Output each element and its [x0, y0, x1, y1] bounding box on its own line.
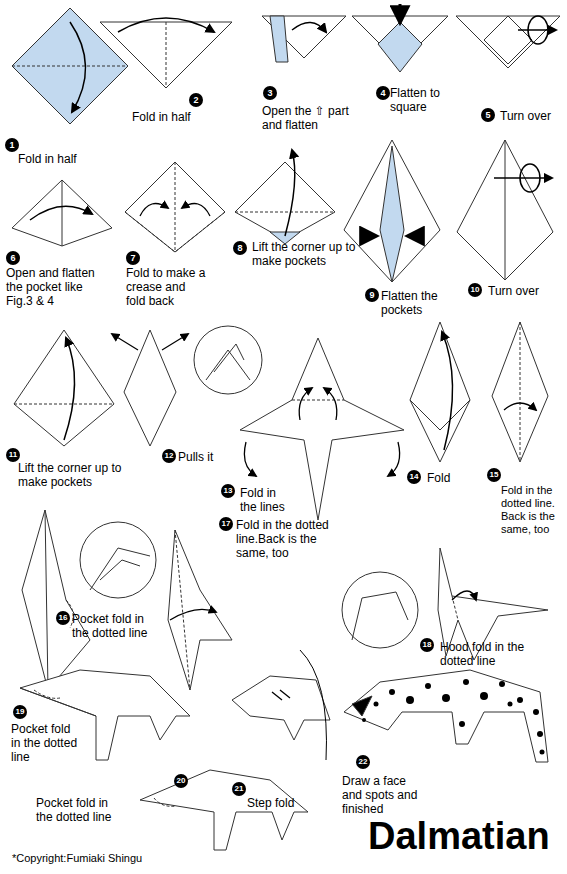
step-number: 10	[468, 283, 482, 297]
instruction-text: Fold in the dotted line.Back is the same…	[236, 518, 344, 560]
step-number: 2	[189, 93, 203, 107]
instruction-text: Pocket fold in the dotted line	[36, 796, 128, 824]
step-number: 14	[407, 470, 421, 484]
step-number: 15	[487, 468, 501, 482]
instruction-text: Draw a face and spots and finished	[342, 774, 422, 816]
step-number: 20	[174, 774, 188, 788]
instruction-text: Pulls it	[178, 450, 238, 464]
step-number: 18	[420, 638, 434, 652]
step-number: 3	[263, 86, 277, 100]
step-number: 19	[13, 705, 27, 719]
step-number: 6	[6, 251, 20, 265]
instruction-text: Lift the corner up to make pockets	[18, 461, 128, 489]
step-number: 16	[56, 611, 70, 625]
step-number: 9	[365, 288, 379, 302]
step-number: 11	[6, 448, 20, 462]
instruction-text: Fold in half	[132, 110, 222, 124]
instruction-text: Pocket fold in the dotted line	[11, 722, 83, 764]
instruction-text: Step fold	[247, 796, 317, 810]
step-number: 21	[232, 782, 246, 796]
step-number: 1	[5, 138, 19, 152]
instruction-text: Fold in half	[18, 152, 118, 166]
instruction-text: Lift the corner up to make pockets	[252, 240, 362, 268]
instruction-text: Fold in the lines	[240, 486, 296, 514]
step-number: 5	[481, 108, 495, 122]
instruction-text: Pocket fold in the dotted line	[72, 612, 148, 640]
instruction-text: Hood fold in the dotted line	[440, 640, 552, 668]
step-number: 22	[356, 755, 370, 769]
copyright-note: *Copyright:Fumiaki Shingu	[12, 852, 232, 865]
instruction-text: Fold to make a crease and fold back	[126, 266, 208, 308]
step-number: 8	[233, 241, 247, 255]
step-number: 12	[162, 449, 176, 463]
step-number: 7	[126, 251, 140, 265]
instruction-text: Turn over	[488, 284, 558, 298]
instruction-text: Fold in the dotted line. Back is the sam…	[501, 484, 563, 536]
step-number: 17	[219, 517, 233, 531]
instruction-text: Fold	[427, 471, 467, 485]
instruction-text: Open and flatten the pocket like Fig.3 &…	[6, 266, 110, 308]
title: Dalmatian	[368, 815, 550, 857]
step-number: 4	[376, 86, 390, 100]
instruction-text: Turn over	[500, 109, 562, 123]
step-number: 13	[221, 484, 235, 498]
instruction-text: Flatten to square	[390, 86, 454, 114]
instruction-text: Flatten the pockets	[381, 289, 449, 317]
instruction-text: Open the ⇧ part and flatten	[262, 104, 352, 132]
